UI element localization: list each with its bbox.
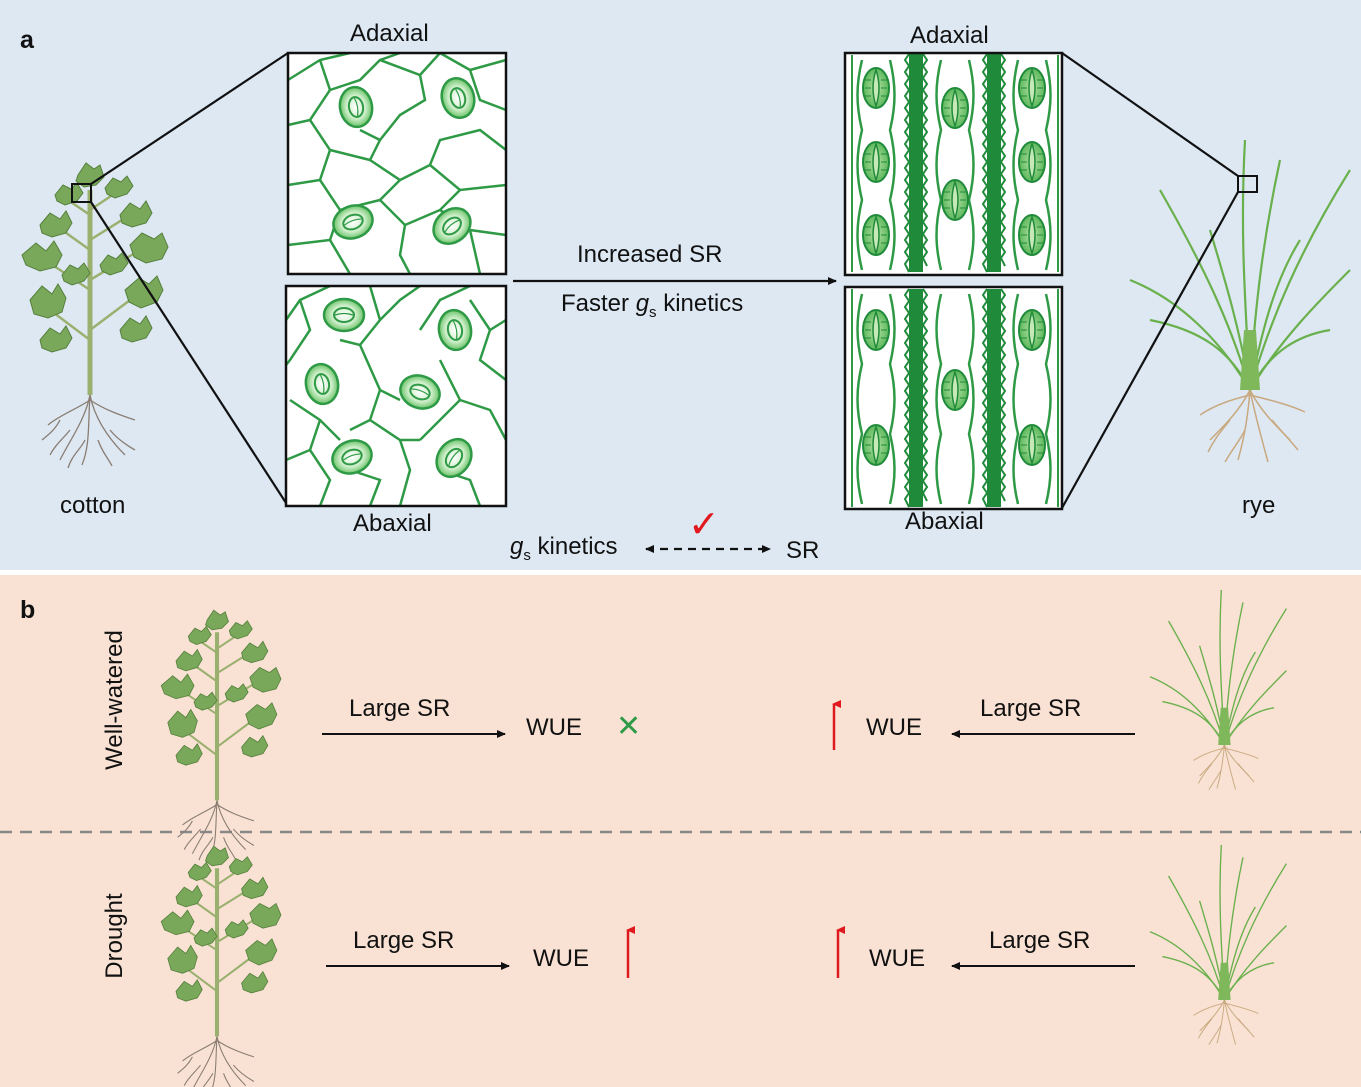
drought-label: Drought: [101, 893, 128, 979]
rye-plant-icon: [1149, 589, 1288, 791]
check-icon: ✓: [688, 504, 720, 546]
wue-text: WUE: [869, 945, 925, 972]
faster-gs-kinetics-text: Faster gs kinetics: [561, 290, 744, 321]
sr-text: SR: [786, 537, 820, 564]
cotton-plant-icon: [161, 846, 281, 1087]
cotton-zoom-box: [71, 183, 92, 203]
panel-a-label: a: [20, 26, 34, 54]
increased-sr-text: Increased SR: [577, 241, 723, 268]
rye-abaxial-label: Abaxial: [905, 508, 984, 535]
cross-icon: ✕: [616, 710, 642, 743]
large-sr-text: Large SR: [980, 695, 1082, 722]
rye-plant-icon: [1128, 138, 1352, 464]
large-sr-text: Large SR: [353, 927, 455, 954]
panel-b-label: b: [20, 596, 36, 624]
wue-text: WUE: [526, 714, 582, 741]
cotton-adaxial-epidermis: [286, 51, 508, 276]
panel-a: a: [0, 0, 1361, 570]
cotton-plant-icon: [161, 610, 281, 860]
wue-text: WUE: [866, 714, 922, 741]
cotton-abaxial-label: Abaxial: [353, 510, 432, 537]
cotton-label: cotton: [60, 492, 126, 519]
rye-adaxial-label: Adaxial: [910, 22, 989, 49]
wue-text: WUE: [533, 945, 589, 972]
rye-abaxial-epidermis: [843, 285, 1064, 511]
rye-zoom-box: [1237, 175, 1258, 193]
rye-label: rye: [1242, 492, 1276, 519]
gs-kinetics-text: gs kinetics: [510, 533, 618, 564]
large-sr-text: Large SR: [989, 927, 1091, 954]
large-sr-text: Large SR: [349, 695, 451, 722]
well-watered-label: Well-watered: [101, 630, 128, 770]
rye-plant-icon: [1149, 844, 1288, 1046]
cotton-adaxial-label: Adaxial: [350, 20, 429, 47]
cotton-abaxial-epidermis: [284, 284, 508, 508]
rye-adaxial-epidermis: [843, 51, 1064, 277]
